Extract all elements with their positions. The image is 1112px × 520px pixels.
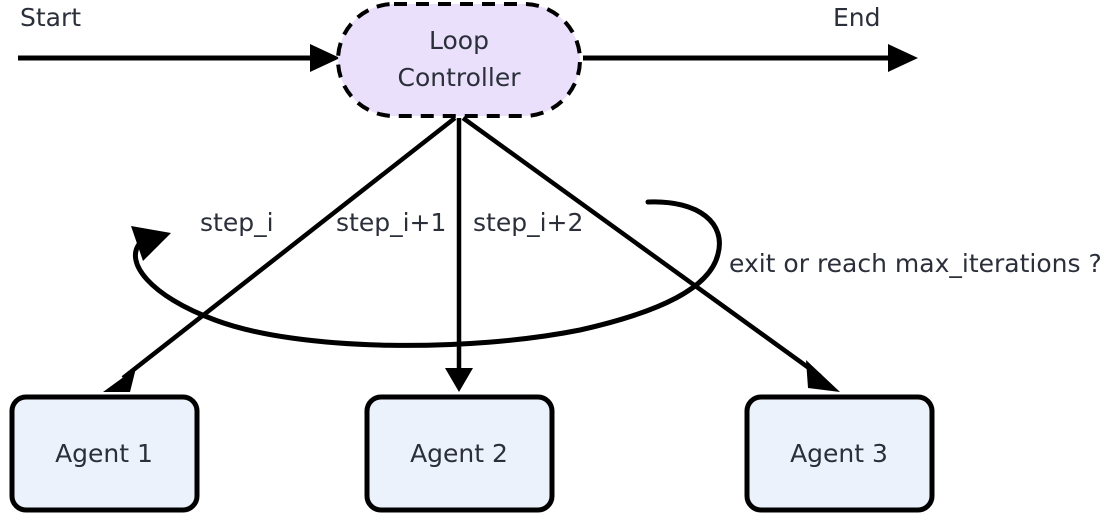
end-edge xyxy=(583,44,918,72)
end-label: End xyxy=(833,3,881,32)
edge-agent-2-arrowhead-icon xyxy=(445,368,473,392)
edge-label-step-i-plus-1: step_i+1 xyxy=(336,208,446,237)
start-edge xyxy=(18,44,340,72)
start-label: Start xyxy=(20,3,81,32)
agent-1-shape xyxy=(9,394,200,513)
edge-agent-3-line xyxy=(461,116,822,378)
edge-controller-to-agent-3 xyxy=(461,116,840,392)
agent-3-label: Agent 3 xyxy=(790,439,888,468)
end-arrowhead-icon xyxy=(888,44,918,72)
agent-2-shape xyxy=(364,394,555,513)
edge-label-feedback: exit or reach max_iterations ? xyxy=(729,249,1102,278)
edge-label-step-i: step_i xyxy=(200,208,274,237)
start-arrowhead-icon xyxy=(310,44,340,72)
node-loop-controller[interactable]: Loop Controller xyxy=(336,2,582,118)
loop-controller-label-line1: Loop xyxy=(429,26,489,55)
feedback-loop-arrowhead-icon xyxy=(131,226,171,261)
loop-controller-label-line2: Controller xyxy=(398,63,522,92)
edge-feedback-loop xyxy=(131,199,722,348)
edge-agent-1-line xyxy=(121,116,457,380)
agent-2-label: Agent 2 xyxy=(410,439,508,468)
loop-controller-shape xyxy=(336,2,582,118)
node-agent-1[interactable]: Agent 1 xyxy=(9,394,200,513)
node-agent-2[interactable]: Agent 2 xyxy=(364,394,555,513)
agent-3-shape xyxy=(744,394,935,513)
edge-label-step-i-plus-2: step_i+2 xyxy=(473,208,583,237)
edge-controller-to-agent-2 xyxy=(445,118,473,392)
edge-agent-1-arrowhead-icon xyxy=(103,368,136,392)
edge-agent-3-arrowhead-icon xyxy=(806,360,840,392)
edge-controller-to-agent-1 xyxy=(103,116,457,392)
node-agent-3[interactable]: Agent 3 xyxy=(744,394,935,513)
agent-1-label: Agent 1 xyxy=(55,439,153,468)
feedback-loop-curve xyxy=(132,199,722,348)
